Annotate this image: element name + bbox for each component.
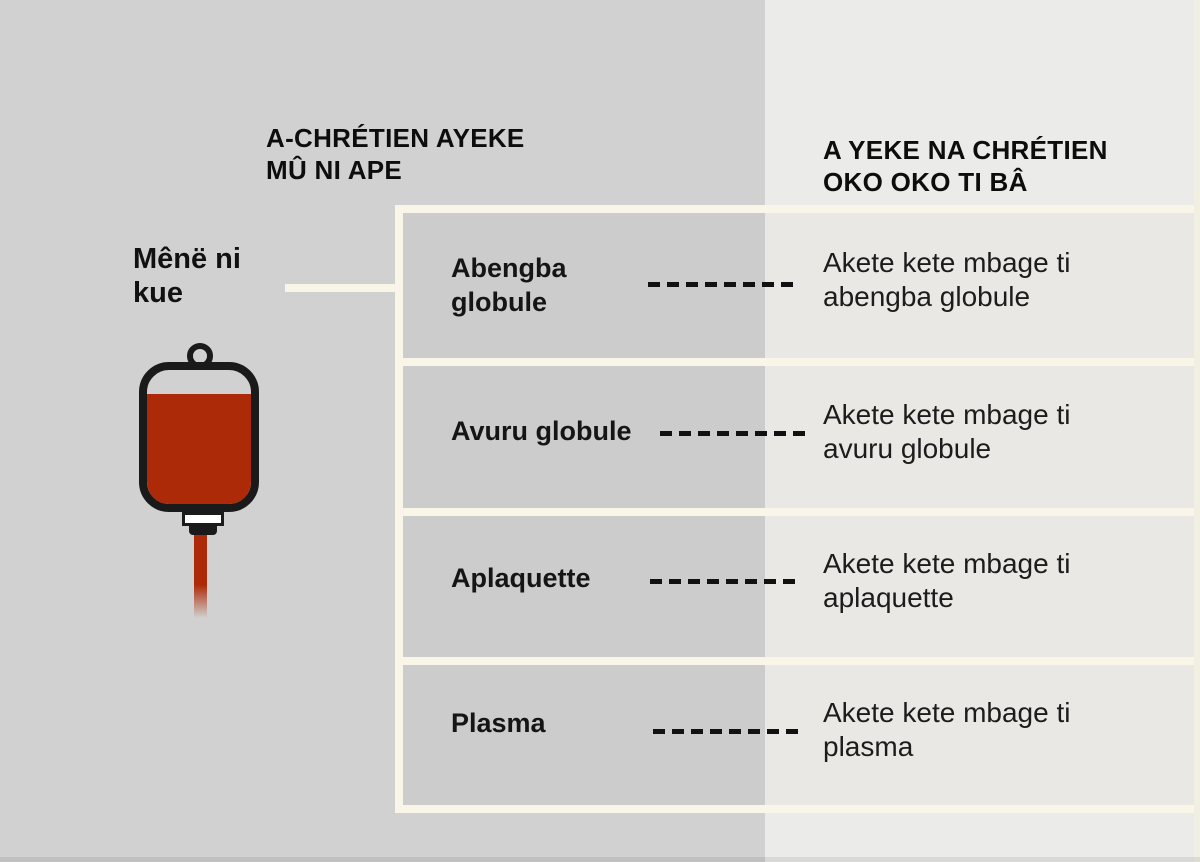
row-label-aplaquette: Aplaquette bbox=[451, 561, 591, 595]
row-background bbox=[403, 665, 1200, 805]
label-line: Mênë ni bbox=[133, 243, 241, 275]
connector-line bbox=[285, 284, 403, 292]
header-line: A-CHRÉTIEN AYEKE bbox=[266, 123, 525, 153]
row-label-avuru-globule: Avuru globule bbox=[451, 414, 632, 448]
separator-line bbox=[395, 358, 1200, 366]
row-description: Akete kete mbage ti avuru globule bbox=[823, 398, 1070, 466]
bag-blood-fill bbox=[147, 394, 251, 504]
row-label-abengba-globule: Abengba globule bbox=[451, 251, 567, 319]
desc-line: plasma bbox=[823, 731, 914, 762]
desc-line: aplaquette bbox=[823, 582, 954, 613]
table-left-border bbox=[395, 205, 403, 813]
separator-line bbox=[395, 805, 1200, 813]
label-line: Plasma bbox=[451, 708, 546, 738]
row-description: Akete kete mbage ti plasma bbox=[823, 696, 1070, 764]
label-line: Aplaquette bbox=[451, 563, 591, 593]
separator-line bbox=[395, 205, 1200, 213]
desc-line: Akete kete mbage ti bbox=[823, 548, 1071, 579]
bag-port-flange bbox=[182, 512, 224, 526]
separator-line bbox=[395, 508, 1200, 516]
row-background bbox=[403, 516, 1200, 657]
bottom-edge-shadow bbox=[0, 857, 1200, 862]
label-line: kue bbox=[133, 277, 183, 309]
whole-blood-label: Mênë ni kue bbox=[133, 242, 241, 310]
right-edge-border bbox=[1194, 0, 1200, 862]
header-line: MÛ NI APE bbox=[266, 155, 403, 185]
column-header-right: A YEKE NA CHRÉTIEN OKO OKO TI BÂ bbox=[823, 134, 1108, 198]
row-description: Akete kete mbage ti abengba globule bbox=[823, 246, 1070, 314]
bag-tube bbox=[194, 535, 207, 618]
dashed-connector bbox=[653, 729, 799, 734]
label-line: globule bbox=[451, 287, 547, 317]
desc-line: Akete kete mbage ti bbox=[823, 247, 1071, 278]
desc-line: Akete kete mbage ti bbox=[823, 697, 1071, 728]
desc-line: Akete kete mbage ti bbox=[823, 399, 1071, 430]
label-line: Avuru globule bbox=[451, 416, 632, 446]
desc-line: avuru globule bbox=[823, 433, 992, 464]
label-line: Abengba bbox=[451, 253, 567, 283]
dashed-connector bbox=[648, 282, 794, 287]
column-header-left: A-CHRÉTIEN AYEKE MÛ NI APE bbox=[266, 122, 525, 186]
bag-body bbox=[139, 362, 259, 512]
header-line: OKO OKO TI BÂ bbox=[823, 167, 1028, 197]
dashed-connector bbox=[660, 431, 806, 436]
desc-line: abengba globule bbox=[823, 281, 1031, 312]
row-label-plasma: Plasma bbox=[451, 706, 546, 740]
separator-line bbox=[395, 657, 1200, 665]
header-line: A YEKE NA CHRÉTIEN bbox=[823, 135, 1108, 165]
row-background bbox=[403, 213, 1200, 358]
dashed-connector bbox=[650, 579, 796, 584]
row-background bbox=[403, 366, 1200, 508]
row-description: Akete kete mbage ti aplaquette bbox=[823, 547, 1070, 615]
bag-port-collar bbox=[189, 526, 217, 535]
